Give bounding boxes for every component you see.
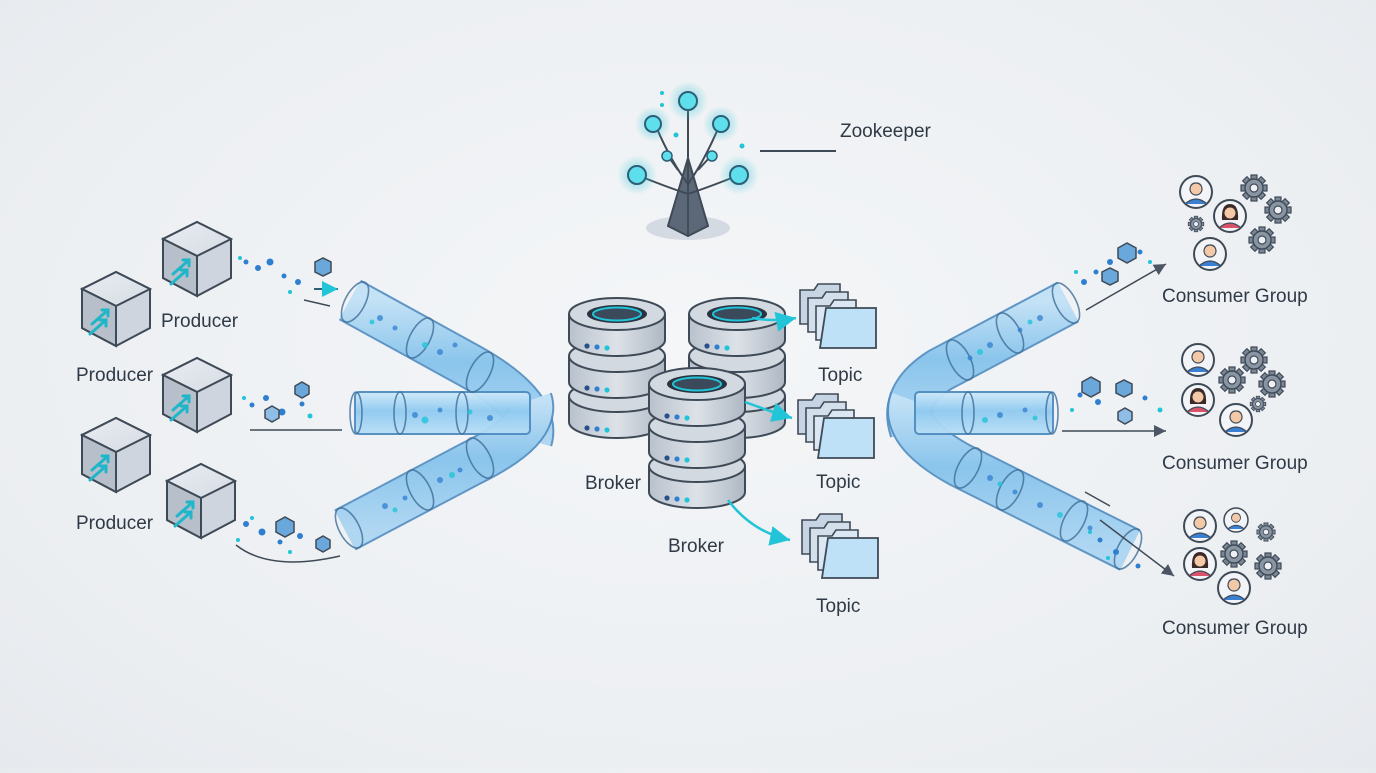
topic-folder-1 xyxy=(799,283,877,349)
consumer-group-label-2: Consumer Group xyxy=(1162,453,1308,474)
consumer-group-1 xyxy=(1179,174,1292,271)
consumer-pipes xyxy=(886,281,1143,571)
producer-label-1: Producer xyxy=(161,311,239,332)
zookeeper-label: Zookeeper xyxy=(840,121,932,142)
broker-2 xyxy=(648,367,746,509)
topic-folder-2 xyxy=(797,393,875,459)
producer-cube-left-top xyxy=(80,270,152,348)
broker-1 xyxy=(568,297,666,439)
consumer-group-label-3: Consumer Group xyxy=(1162,618,1308,639)
zookeeper-node: Zookeeper xyxy=(617,81,932,240)
producer-message-streams xyxy=(235,256,342,563)
topic-label-3: Topic xyxy=(816,596,860,617)
producer-label-3: Producer xyxy=(76,513,154,534)
producer-cube-top xyxy=(161,220,233,298)
consumer-group-3 xyxy=(1183,507,1282,605)
broker-label-1: Broker xyxy=(585,473,642,494)
consumer-group-2 xyxy=(1181,343,1286,437)
producer-cube-bottom xyxy=(165,462,237,540)
topic-folder-3 xyxy=(801,513,879,579)
producer-cube-middle xyxy=(161,356,233,434)
topic-label-2: Topic xyxy=(816,472,860,493)
producer-pipes xyxy=(334,279,555,551)
broker-label-2: Broker xyxy=(668,536,725,557)
zookeeper-node-points xyxy=(617,81,759,195)
broker-topic-arrows xyxy=(727,311,797,546)
producer-label-2: Producer xyxy=(76,365,154,386)
consumer-group-label-1: Consumer Group xyxy=(1162,286,1308,307)
topic-label-1: Topic xyxy=(818,365,862,386)
producer-cube-left-bottom xyxy=(80,416,152,494)
consumer-message-streams xyxy=(1062,242,1175,577)
